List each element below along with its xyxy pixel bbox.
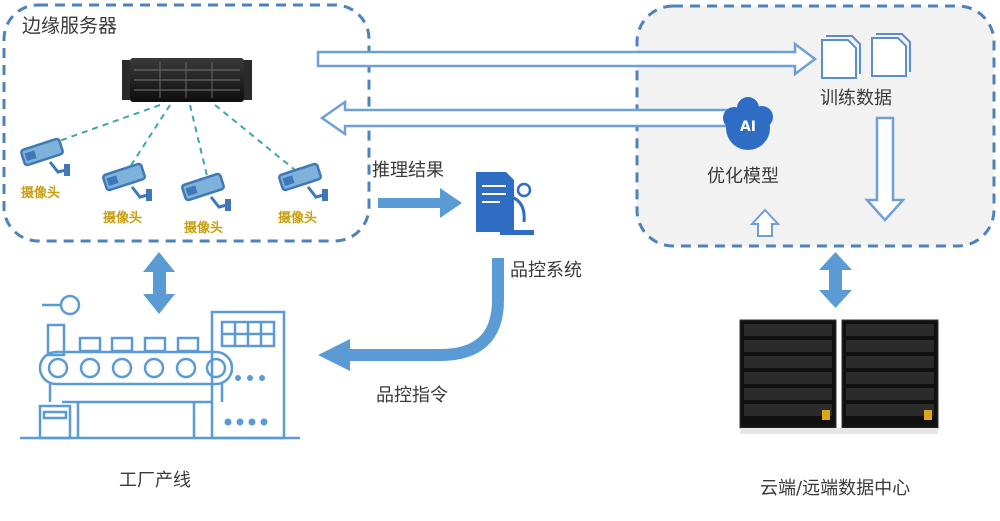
arrow-qc-command bbox=[345, 258, 504, 361]
factory-line-icon bbox=[20, 294, 300, 440]
inference-result-label: 推理结果 bbox=[372, 160, 444, 181]
edge-server-panel bbox=[2, 3, 371, 243]
edge-server-icon bbox=[122, 58, 252, 102]
camera-label: 摄像头 bbox=[21, 186, 61, 201]
arrow-to-edge bbox=[319, 99, 740, 137]
camera-icon bbox=[180, 171, 233, 213]
ai-badge-label: AI bbox=[739, 119, 757, 135]
datacenter-label: 云端/远端数据中心 bbox=[760, 478, 911, 499]
qc-system-label: 品控系统 bbox=[510, 260, 582, 281]
ai-cloud-icon bbox=[723, 97, 773, 150]
optimize-model-label: 优化模型 bbox=[707, 166, 779, 187]
datacenter-servers-icon bbox=[739, 319, 939, 434]
arrow-cloud-datacenter bbox=[819, 252, 852, 308]
training-data-icon bbox=[821, 33, 911, 79]
camera-links bbox=[47, 104, 296, 181]
camera-label: 摄像头 bbox=[184, 221, 224, 236]
factory-panel-dots bbox=[224, 375, 268, 426]
arrow-model-up bbox=[749, 208, 781, 237]
arrow-edge-factory bbox=[143, 252, 175, 314]
qc-system-icon bbox=[476, 172, 534, 235]
camera-icon bbox=[277, 161, 330, 203]
qc-command-label: 品控指令 bbox=[376, 385, 448, 406]
arrow-to-cloud bbox=[316, 41, 818, 77]
arrow-qc-command-head bbox=[318, 339, 350, 371]
arrow-inference bbox=[378, 188, 462, 218]
training-data-label: 训练数据 bbox=[820, 88, 892, 109]
camera-icon bbox=[19, 136, 72, 178]
edge-server-title: 边缘服务器 bbox=[22, 15, 118, 37]
camera-label: 摄像头 bbox=[278, 211, 318, 226]
camera-label: 摄像头 bbox=[103, 211, 143, 226]
arrow-train-down bbox=[864, 116, 906, 222]
factory-line-label: 工厂产线 bbox=[119, 470, 191, 491]
camera-icon bbox=[101, 161, 154, 203]
